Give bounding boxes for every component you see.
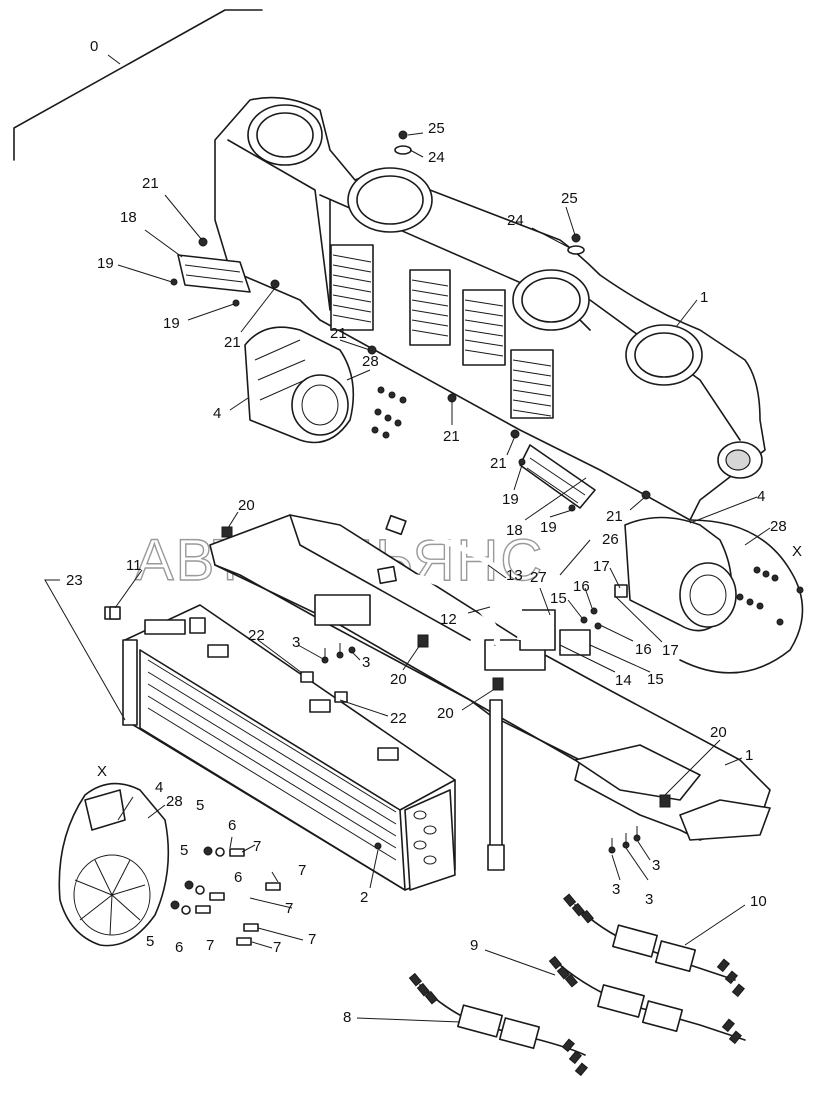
- leader-lines: [44, 132, 771, 1023]
- callout-20: 20: [390, 671, 407, 688]
- heat-exchanger: [104, 604, 456, 891]
- callout-7: 7: [273, 939, 281, 956]
- callout-24: 24: [428, 149, 445, 166]
- callout-21: 21: [224, 334, 241, 351]
- callout-21: 21: [142, 175, 159, 192]
- callout-1: 1: [700, 289, 708, 306]
- callout-12: 12: [440, 611, 457, 628]
- callout-16: 16: [635, 641, 652, 658]
- callout-5: 5: [196, 797, 204, 814]
- callout-15: 15: [647, 671, 664, 688]
- upper-housing: [214, 96, 766, 521]
- callout-4: 4: [155, 779, 163, 796]
- callout-20: 20: [710, 724, 727, 741]
- callout-22: 22: [248, 627, 265, 644]
- callout-25: 25: [561, 190, 578, 207]
- callout-3: 3: [612, 881, 620, 898]
- callout-2: 2: [360, 889, 368, 906]
- bolt-group: [170, 846, 281, 946]
- callout-7: 7: [308, 931, 316, 948]
- callout-0: 0: [90, 38, 98, 55]
- callout-4: 4: [213, 405, 221, 422]
- callout-7: 7: [206, 937, 214, 954]
- callout-28: 28: [770, 518, 787, 535]
- small-fasteners-mid: [109, 526, 671, 854]
- callout-8: 8: [343, 1009, 351, 1026]
- callout-19: 19: [502, 491, 519, 508]
- callout-20: 20: [437, 705, 454, 722]
- hoses: [377, 514, 524, 647]
- detail-x-left: [58, 782, 170, 947]
- callout-3: 3: [645, 891, 653, 908]
- callout-22: 22: [390, 710, 407, 727]
- callout-5: 5: [146, 933, 154, 950]
- harness-8: [408, 972, 588, 1077]
- callout-6: 6: [175, 939, 183, 956]
- callout-5: 5: [180, 842, 188, 859]
- callout-9: 9: [470, 937, 478, 954]
- callout-19: 19: [97, 255, 114, 272]
- callout-14: 14: [615, 672, 632, 689]
- callout-21: 21: [330, 325, 347, 342]
- detail-x-right: [624, 516, 804, 674]
- callout-19: 19: [540, 519, 557, 536]
- callout-21: 21: [606, 508, 623, 525]
- callout-1: 1: [745, 747, 753, 764]
- assembly-bracket: [13, 9, 263, 161]
- callout-11: 11: [126, 557, 142, 574]
- drain-tube: [487, 699, 505, 871]
- callout-7: 7: [298, 862, 306, 879]
- callout-18: 18: [506, 522, 523, 539]
- callout-19: 19: [163, 315, 180, 332]
- callout-6: 6: [228, 817, 236, 834]
- fasteners-upper: [170, 130, 651, 512]
- callout-7: 7: [253, 838, 261, 855]
- harness-9: [548, 955, 746, 1045]
- callout-26: 26: [602, 531, 619, 548]
- callout-17: 17: [593, 558, 610, 575]
- callout-25: 25: [428, 120, 445, 137]
- callout-labels: 0 25 24 25 24 21 18 19 19 21 1 21 28 4 2…: [66, 38, 802, 1026]
- callout-20: 20: [238, 497, 255, 514]
- callout-28: 28: [362, 353, 379, 370]
- callout-18: 18: [120, 209, 137, 226]
- callout-6: 6: [234, 869, 242, 886]
- grille-left: [177, 254, 251, 293]
- callout-23: 23: [66, 572, 83, 589]
- callout-4: 4: [757, 488, 765, 505]
- callout-21: 21: [443, 428, 460, 445]
- callout-3: 3: [292, 634, 300, 651]
- callout-13: 13: [506, 567, 523, 584]
- callout-21: 21: [490, 455, 507, 472]
- callout-28: 28: [166, 793, 183, 810]
- callout-16: 16: [573, 578, 590, 595]
- callout-7: 7: [285, 900, 293, 917]
- lower-frame: [209, 514, 771, 841]
- callout-17: 17: [662, 642, 679, 659]
- blower-upper-left: [244, 326, 407, 444]
- callout-3: 3: [652, 857, 660, 874]
- grille-right: [519, 444, 596, 509]
- callout-10: 10: [750, 893, 767, 910]
- callout-24: 24: [507, 212, 524, 229]
- harness-10: [563, 893, 745, 998]
- callout-3: 3: [362, 654, 370, 671]
- callout-x: X: [792, 543, 802, 560]
- callout-27: 27: [530, 569, 547, 586]
- callout-15: 15: [550, 590, 567, 607]
- callout-x: X: [97, 763, 107, 780]
